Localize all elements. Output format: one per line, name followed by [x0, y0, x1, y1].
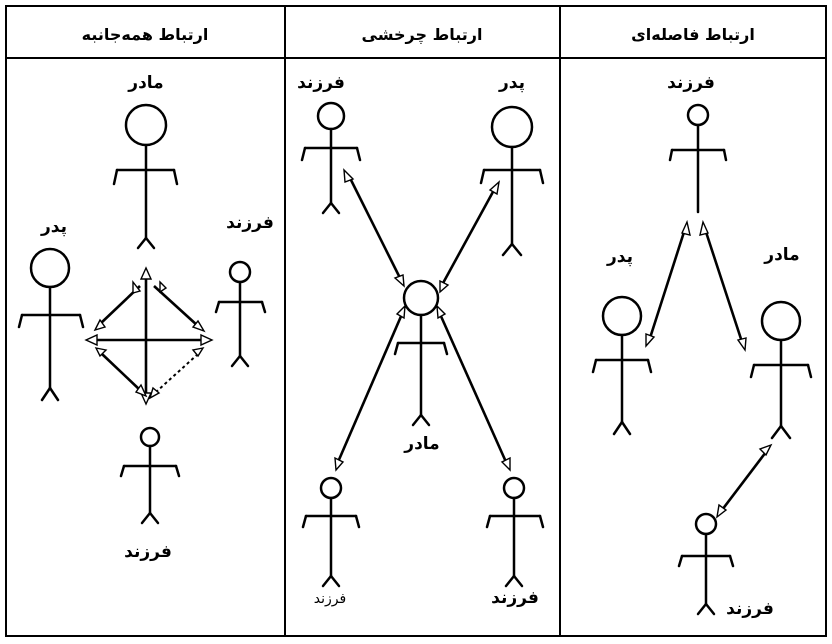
label-mother-center: مادر: [403, 434, 439, 454]
arrowhead: [436, 304, 447, 320]
arrowhead: [736, 337, 747, 352]
arrowhead: [191, 346, 205, 358]
arrowhead: [758, 443, 773, 457]
arrowhead: [488, 180, 501, 196]
arrowhead: [439, 279, 450, 294]
arrow-child-father: [648, 231, 686, 339]
arrowhead: [395, 304, 406, 320]
arrowhead: [334, 456, 345, 472]
header-wheel: ارتباط چرخشی: [362, 25, 483, 45]
figure-child-bottom-left: [301, 476, 361, 588]
arrowhead: [200, 333, 214, 347]
arrows-wheel: [334, 168, 511, 472]
arrowhead: [681, 219, 691, 236]
label-mother: مادر: [127, 73, 163, 93]
arrow-to-child-bottom-left: [336, 313, 404, 463]
figure-mother: [749, 300, 813, 440]
arrow-bottom-right: [155, 353, 199, 393]
header-all-channel: ارتباط همه‌جانبه: [82, 25, 209, 44]
arrowhead: [84, 333, 98, 347]
arrowhead: [93, 318, 107, 332]
arrow-mother-child: [720, 451, 768, 511]
label-father: پدر: [40, 217, 67, 237]
arrowhead: [500, 456, 511, 472]
figure-father: [591, 295, 653, 436]
label-child-right: فرزند: [226, 213, 274, 233]
arrow-child-mother: [704, 231, 744, 343]
label-mother: مادر: [763, 245, 799, 265]
label-child-bottom: فرزند: [124, 542, 172, 562]
figure-child-bottom: [677, 512, 735, 616]
arrowhead: [393, 274, 405, 288]
arrowhead: [645, 332, 656, 348]
header-chain: ارتباط فاصله‌ای: [631, 25, 755, 44]
arrowhead: [716, 503, 728, 519]
figure-child-top: [668, 103, 728, 214]
arrowhead: [159, 280, 168, 294]
panel-all-channel: مادر پدر فرزند فرزند: [17, 73, 274, 562]
label-child-bottom: فرزند: [726, 599, 774, 619]
label-child-top-left: فرزند: [297, 73, 345, 93]
arrows-all-channel: [84, 266, 214, 406]
arrowhead: [191, 319, 206, 333]
arrow-top-right: [153, 285, 199, 327]
arrow-to-child-bottom-right: [438, 313, 508, 463]
arrowhead: [134, 383, 148, 398]
arrows-chain: [645, 219, 773, 519]
figure-father: [17, 247, 85, 402]
arrowhead: [699, 219, 709, 236]
panel-chain: فرزند پدر مادر فرزند: [591, 73, 813, 619]
arrowhead: [148, 386, 161, 400]
figure-mother: [112, 103, 179, 250]
arrowhead: [94, 347, 108, 358]
label-father: پدر: [498, 73, 525, 93]
label-child-bottom-left: فرزند: [314, 591, 346, 607]
figure-child-right: [214, 260, 267, 368]
arrowhead: [343, 168, 355, 183]
table-frame: [5, 5, 827, 637]
label-father: پدر: [606, 247, 633, 267]
panel-wheel: فرزند پدر مادر فرزند فرزند: [297, 73, 545, 608]
figure-child-bottom: [119, 426, 181, 525]
figure-child-bottom-right: [485, 476, 545, 588]
arrow-to-father: [440, 189, 496, 286]
arrowhead: [132, 279, 142, 294]
figure-mother-center: [393, 279, 449, 427]
label-child-bottom-right: فرزند: [491, 588, 539, 608]
arrow-to-child-top-left: [348, 177, 402, 279]
arrow-bottom-left: [101, 353, 141, 391]
figure-child-top-left: [300, 101, 362, 215]
label-child-top: فرزند: [667, 73, 715, 93]
figure-father: [479, 105, 545, 257]
arrowhead: [139, 266, 153, 280]
